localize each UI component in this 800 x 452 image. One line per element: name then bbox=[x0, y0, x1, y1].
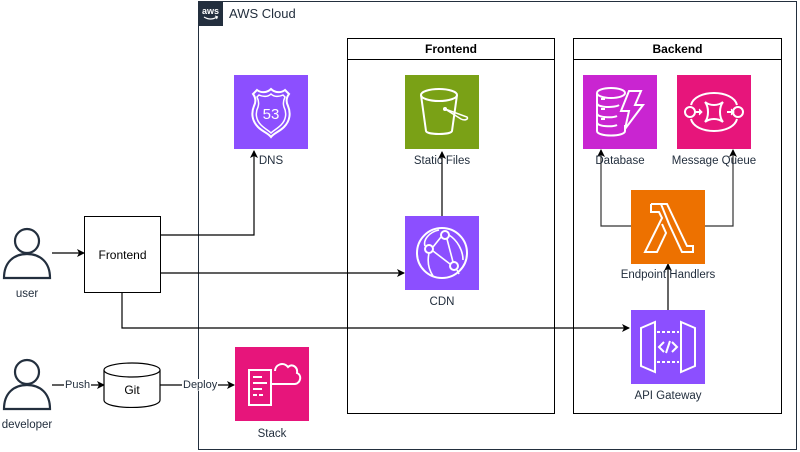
dns-node[interactable]: 53 bbox=[234, 75, 308, 149]
edge-label-push: Push bbox=[64, 379, 92, 391]
s3-bucket-icon bbox=[420, 88, 469, 135]
edge-lambda-database bbox=[597, 149, 631, 227]
git-cylinder-icon bbox=[103, 362, 161, 409]
endpoint-handlers-label: Endpoint Handlers bbox=[620, 269, 716, 281]
developer-icon bbox=[2, 358, 52, 411]
api-gateway-node[interactable] bbox=[631, 310, 705, 384]
cloudfront-icon bbox=[416, 227, 468, 279]
aws-cloud-title: AWS Cloud bbox=[229, 6, 296, 21]
api-gateway-icon bbox=[640, 320, 696, 374]
message-queue-label: Message Queue bbox=[671, 155, 757, 167]
edge-frontend-apigw bbox=[121, 292, 630, 332]
edge-label-deploy: Deploy bbox=[182, 379, 219, 391]
developer-actor bbox=[2, 357, 52, 411]
user-icon bbox=[2, 227, 52, 280]
aws-cloud-group bbox=[198, 1, 797, 450]
frontend-group-title: Frontend bbox=[348, 39, 554, 60]
user-actor bbox=[2, 226, 52, 280]
cdn-label: CDN bbox=[429, 296, 455, 308]
static-files-label: Static Files bbox=[413, 155, 471, 167]
endpoint-handlers-node[interactable] bbox=[631, 190, 705, 264]
route53-icon: 53 bbox=[251, 87, 291, 139]
frontend-group: Frontend bbox=[347, 38, 555, 414]
frontend-client-label: Frontend bbox=[98, 247, 147, 262]
lambda-icon bbox=[643, 203, 694, 253]
developer-label: developer bbox=[1, 419, 53, 431]
database-node[interactable] bbox=[583, 75, 657, 149]
svg-text:53: 53 bbox=[263, 106, 280, 123]
static-files-node[interactable] bbox=[405, 75, 479, 149]
svg-text:aws: aws bbox=[202, 6, 219, 16]
sqs-icon bbox=[684, 92, 744, 132]
cloudformation-icon bbox=[248, 363, 302, 406]
backend-group: Backend bbox=[573, 38, 782, 414]
stack-node[interactable] bbox=[235, 347, 309, 421]
git-repository[interactable]: Git bbox=[103, 362, 161, 409]
dynamodb-icon bbox=[596, 87, 645, 137]
user-label: user bbox=[15, 288, 39, 300]
api-gateway-label: API Gateway bbox=[634, 390, 702, 402]
edge-frontend-dns bbox=[160, 150, 258, 236]
backend-group-title: Backend bbox=[574, 39, 781, 60]
aws-logo-icon: aws bbox=[198, 1, 223, 26]
database-label: Database bbox=[595, 155, 645, 167]
stack-label: Stack bbox=[257, 428, 287, 440]
edge-lambda-queue bbox=[705, 149, 737, 227]
message-queue-node[interactable] bbox=[677, 75, 751, 149]
git-label: Git bbox=[124, 383, 140, 397]
dns-label: DNS bbox=[258, 155, 284, 167]
frontend-client-box[interactable]: Frontend bbox=[84, 216, 161, 293]
cdn-node[interactable] bbox=[405, 216, 479, 290]
